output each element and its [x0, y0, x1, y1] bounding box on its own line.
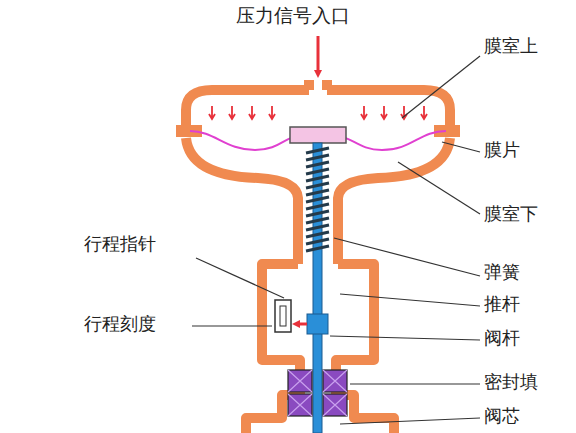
spring-turn	[306, 169, 329, 174]
pressure-arrow	[249, 106, 255, 119]
spring-turn	[306, 162, 329, 167]
part-label: 膜室下	[484, 204, 538, 225]
travel-scale	[275, 300, 291, 332]
travel-pointer	[296, 323, 307, 326]
spring-turn	[306, 183, 329, 188]
part-label: 阀杆	[484, 328, 520, 349]
spring-turn	[306, 197, 329, 202]
spring-turn	[306, 211, 329, 216]
part-label: 阀芯	[484, 406, 520, 427]
spring-turn	[306, 218, 329, 223]
signal-arrow	[317, 36, 320, 74]
pressure-arrow	[361, 106, 367, 119]
spring-coil	[306, 148, 329, 251]
part-label: 膜片	[484, 140, 520, 161]
pressure-arrow	[209, 106, 215, 119]
part-label: 行程指针	[84, 234, 156, 255]
signal-label: 压力信号入口	[236, 5, 350, 27]
packing	[288, 370, 347, 416]
spring-turn	[306, 190, 329, 195]
part-label: 弹簧	[484, 262, 520, 283]
leader-lines	[192, 56, 480, 424]
spring-turn	[306, 155, 329, 160]
stem-connector	[307, 314, 328, 334]
scale-window	[280, 306, 286, 326]
spring-turn	[306, 176, 329, 181]
part-label: 密封填	[484, 372, 538, 393]
pressure-arrow	[229, 106, 235, 119]
spring-turn	[306, 204, 329, 209]
pressure-arrow	[381, 106, 387, 119]
spring-turn	[306, 239, 329, 244]
part-label: 膜室上	[484, 36, 538, 57]
diaphragm-plate	[290, 127, 346, 143]
part-label: 推杆	[484, 294, 520, 315]
spring-turn	[306, 148, 329, 153]
pressure-arrow	[269, 106, 275, 119]
spring-turn	[306, 232, 329, 237]
spring-turn	[306, 246, 329, 251]
spring-turn	[306, 225, 329, 230]
actuator-housing	[186, 80, 450, 433]
part-label: 行程刻度	[84, 314, 156, 335]
pressure-arrow	[421, 106, 427, 119]
pressure-arrows	[209, 106, 427, 119]
